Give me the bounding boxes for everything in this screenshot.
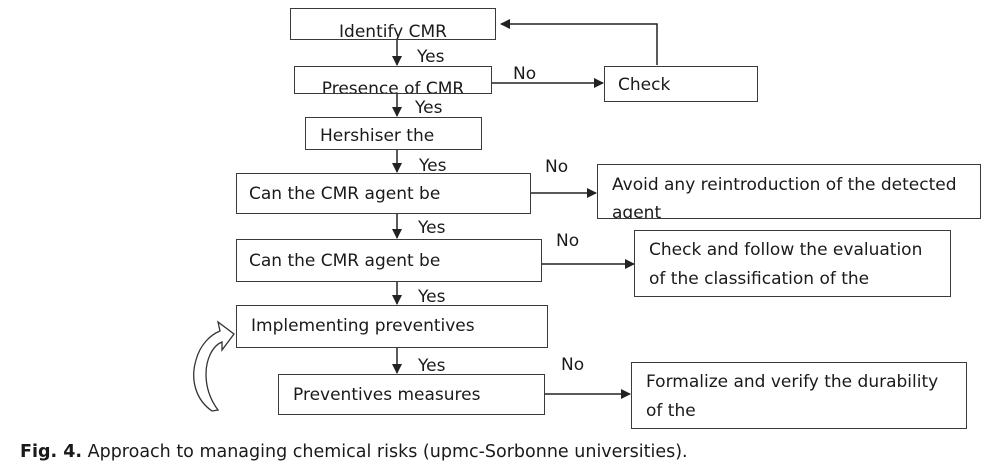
figure-caption-label: Fig. 4. [20, 442, 83, 462]
yes-label-2: Yes [415, 98, 443, 118]
check-follow-evaluation-line-2: of the classification of the [649, 269, 870, 289]
no-label-1: No [513, 64, 537, 84]
no-label-4: No [561, 355, 585, 375]
preventives-measures-label: Preventives measures [293, 385, 481, 405]
check-box: Check [604, 66, 758, 102]
figure-caption: Fig. 4. Approach to managing chemical ri… [20, 440, 688, 464]
hershiser-label: Hershiser the [320, 126, 435, 146]
hershiser-box: Hershiser the [305, 117, 482, 150]
can-cmr-agent-label-2: Can the CMR agent be [249, 251, 441, 271]
yes-label-5: Yes [418, 287, 446, 307]
presence-of-cmr-label: Presence of CMR [321, 79, 465, 94]
identify-cmr-box: Identify CMR [290, 8, 496, 40]
avoid-reintroduction-line-2: agent [612, 203, 662, 219]
yes-label-6: Yes [418, 356, 446, 376]
implementing-preventives-box: Implementing preventives [236, 305, 548, 348]
yes-label-1: Yes [417, 47, 445, 67]
feedback-curved-arrow [193, 320, 235, 412]
presence-of-cmr-box: Presence of CMR [294, 66, 492, 94]
identify-cmr-label: Identify CMR [339, 22, 447, 40]
implementing-preventives-label: Implementing preventives [251, 316, 475, 336]
yes-label-4: Yes [418, 218, 446, 238]
avoid-reintroduction-box: Avoid any reintroduction of the detected… [597, 164, 981, 219]
check-label: Check [618, 75, 671, 95]
formalize-durability-box: Formalize and verify the durability of t… [631, 362, 967, 429]
formalize-durability-line-2: of the [646, 401, 696, 421]
can-cmr-agent-label-1: Can the CMR agent be [249, 184, 441, 204]
can-cmr-agent-box-2: Can the CMR agent be [236, 239, 542, 282]
avoid-reintroduction-line-1: Avoid any reintroduction of the detected [612, 175, 957, 195]
preventives-measures-box: Preventives measures [278, 374, 545, 415]
check-follow-evaluation-line-1: Check and follow the evaluation [649, 240, 923, 260]
yes-label-3: Yes [419, 156, 447, 176]
arrow-check-to-identify [500, 19, 658, 65]
no-label-2: No [545, 157, 569, 177]
figure-caption-text: Approach to managing chemical risks (upm… [82, 442, 688, 462]
check-follow-evaluation-box: Check and follow the evaluation of the c… [634, 230, 951, 297]
no-label-3: No [556, 231, 580, 251]
can-cmr-agent-box-1: Can the CMR agent be [236, 173, 531, 214]
formalize-durability-line-1: Formalize and verify the durability [646, 372, 939, 392]
